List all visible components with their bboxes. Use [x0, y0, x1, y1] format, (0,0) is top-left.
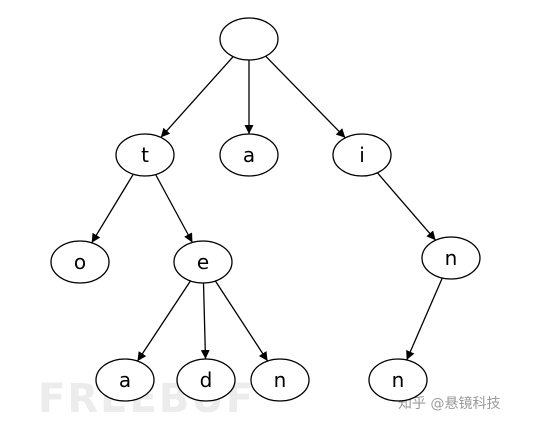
edge-e-to-d [200, 282, 210, 360]
node-label: i [359, 143, 365, 167]
edge-root-to-i [265, 55, 346, 139]
node-ellipse [219, 133, 279, 177]
node-label: d [200, 368, 213, 392]
node-ellipse [250, 358, 310, 402]
node-ellipse [50, 240, 110, 284]
node-ellipse [173, 240, 233, 284]
trie-node-t: t [115, 133, 175, 177]
node-label: n [445, 246, 458, 270]
node-ellipse [421, 236, 481, 280]
trie-node-d: d [176, 358, 236, 402]
trie-node-a1: a [219, 133, 279, 177]
node-label: n [274, 368, 287, 392]
node-ellipse [95, 358, 155, 402]
edge-t-to-o [91, 173, 134, 244]
edge-n1-to-n3 [406, 277, 443, 361]
node-ellipse [115, 133, 175, 177]
node-label: t [141, 143, 149, 167]
trie-node-root [219, 17, 279, 61]
edge-t-to-e [155, 174, 193, 243]
watermark-caption: 知乎 @悬镜科技 [398, 395, 500, 412]
trie-node-e: e [173, 240, 233, 284]
node-label: e [197, 250, 209, 274]
node-ellipse [368, 358, 428, 402]
node-label: a [119, 368, 131, 392]
trie-node-n1: n [421, 236, 481, 280]
trie-node-i: i [332, 133, 392, 177]
node-ellipse [332, 133, 392, 177]
trie-node-a2: a [95, 358, 155, 402]
node-label: n [392, 368, 405, 392]
node-label: o [74, 250, 86, 274]
nodes: t a i o e n a d n n [50, 17, 481, 402]
node-label: a [243, 143, 255, 167]
edge-root-to-t [160, 56, 234, 138]
trie-node-n2: n [250, 358, 310, 402]
edges [91, 55, 443, 362]
edge-e-to-a2 [136, 280, 192, 362]
node-ellipse [219, 17, 279, 61]
edge-e-to-n2 [214, 280, 269, 362]
node-ellipse [176, 358, 236, 402]
trie-node-n3: n [368, 358, 428, 402]
trie-node-o: o [50, 240, 110, 284]
edge-i-to-n1 [376, 172, 437, 241]
